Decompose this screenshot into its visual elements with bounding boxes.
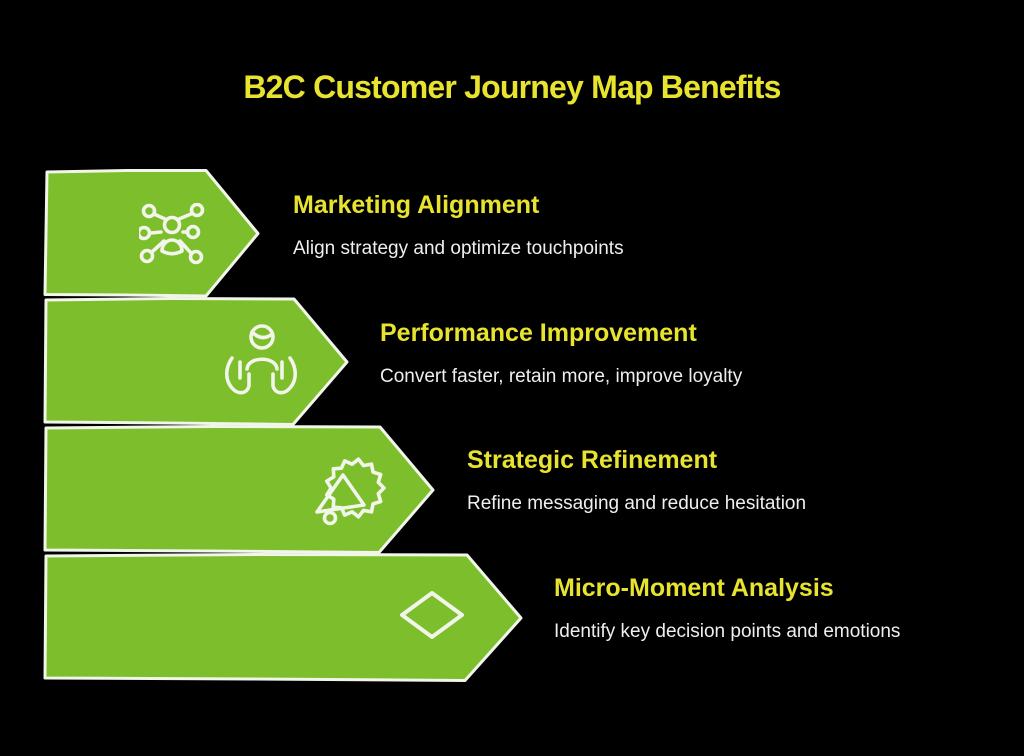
megaphone-badge-icon: [302, 448, 388, 532]
benefit-text-2: Performance Improvement Convert faster, …: [380, 318, 742, 389]
benefit-text-1: Marketing Alignment Align strategy and o…: [293, 190, 624, 261]
benefit-heading-3: Strategic Refinement: [467, 446, 718, 474]
benefit-description-1: Align strategy and optimize touchpoints: [293, 238, 624, 259]
network-people-icon: [139, 203, 205, 265]
benefit-text-3: Strategic Refinement Refine messaging an…: [467, 445, 806, 516]
benefit-text-4: Micro-Moment Analysis Identify key decis…: [554, 573, 900, 644]
benefit-heading-4: Micro-Moment Analysis: [554, 574, 834, 602]
page-title: B2C Customer Journey Map Benefits: [243, 69, 781, 105]
benefit-description-4: Identify key decision points and emotion…: [554, 621, 901, 642]
person-care-icon: [218, 322, 304, 400]
benefit-description-3: Refine messaging and reduce hesitation: [467, 493, 807, 514]
benefit-heading-2: Performance Improvement: [380, 319, 697, 347]
benefit-heading-1: Marketing Alignment: [293, 191, 540, 219]
diamond-icon: [399, 590, 465, 640]
benefit-arrow-4: [43, 553, 523, 682]
benefit-description-2: Convert faster, retain more, improve loy…: [380, 366, 743, 387]
